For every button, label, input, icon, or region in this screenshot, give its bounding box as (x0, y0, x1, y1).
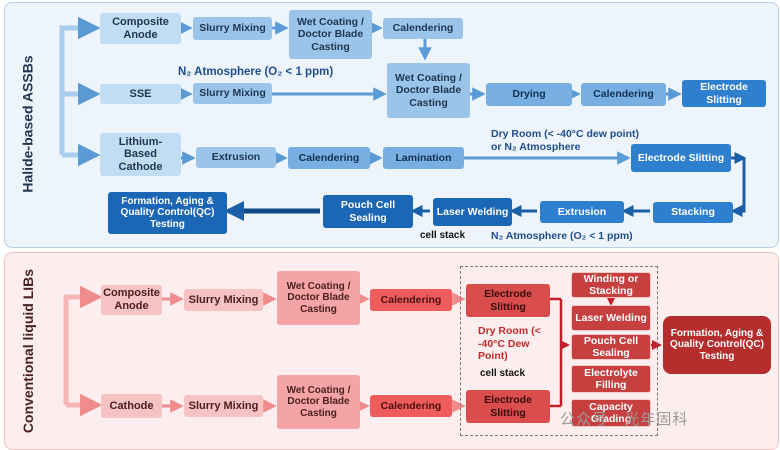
formation-testing-box: Formation, Aging & Quality Control(QC) T… (108, 192, 227, 234)
dry-room-zone (460, 266, 658, 436)
slurry-mixing-box: Slurry Mixing (184, 395, 263, 417)
winding-stacking-box: Winding or Stacking (571, 272, 651, 298)
calendering-box: Calendering (383, 18, 463, 39)
calendering-box: Calendering (581, 83, 666, 106)
watermark: 公众号 · 光年固科 (560, 411, 689, 428)
slurry-mixing-box: Slurry Mixing (193, 17, 272, 40)
laser-welding-box: Laser Welding (571, 305, 651, 331)
formation-testing-box: Formation, Aging & Quality Control(QC) T… (663, 316, 771, 374)
calendering-box: Calendering (288, 147, 370, 169)
cell-stack-note: cell stack (480, 368, 526, 379)
n2-atmosphere-note: N₂ Atmosphere (O₂ < 1 ppm) (178, 66, 334, 78)
lithium-cathode-box: Lithium-Based Cathode (100, 133, 181, 176)
composite-anode-box: Composite Anode (101, 285, 162, 315)
sse-box: SSE (100, 84, 181, 104)
electrolyte-filling-box: Electrolyte Filling (571, 365, 651, 393)
electrode-slitting-box: Electrode Slitting (466, 284, 550, 317)
extrusion-box: Extrusion (540, 201, 624, 223)
slurry-mixing-box: Slurry Mixing (193, 83, 272, 104)
dry-room-note: Dry Room (< -40°C Dew Point) (478, 325, 541, 363)
dry-room-note: Dry Room (< -40°C dew point) or N₂ Atmos… (491, 128, 639, 153)
cathode-box: Cathode (101, 394, 162, 418)
lamination-box: Lamination (383, 147, 464, 169)
extrusion-box: Extrusion (196, 147, 276, 168)
capacity-grading-box: Capacity Grading (571, 399, 651, 427)
laser-welding-box: Laser Welding (433, 198, 512, 226)
calendering-box: Calendering (370, 395, 452, 417)
drying-box: Drying (486, 83, 572, 106)
pouch-cell-sealing-box: Pouch Cell Sealing (323, 195, 413, 228)
wet-coating-box: Wet Coating / Doctor Blade Casting (277, 271, 360, 325)
cell-stack-note: cell stack (420, 230, 466, 241)
slurry-mixing-box: Slurry Mixing (184, 289, 263, 311)
pouch-cell-sealing-box: Pouch Cell Sealing (571, 334, 651, 360)
calendering-box: Calendering (370, 289, 452, 311)
electrode-slitting-box: Electrode Slitting (631, 144, 731, 172)
electrode-slitting-box: Electrode Slitting (466, 390, 550, 423)
n2-atmosphere-note: N₂ Atmosphere (O₂ < 1 ppm) (491, 230, 633, 242)
wet-coating-box: Wet Coating / Doctor Blade Casting (387, 63, 470, 118)
wet-coating-box: Wet Coating / Doctor Blade Casting (289, 10, 372, 59)
electrode-slitting-box: Electrode Slitting (682, 80, 766, 107)
stacking-box: Stacking (653, 202, 733, 223)
composite-anode-box: Composite Anode (100, 13, 181, 44)
wet-coating-box: Wet Coating / Doctor Blade Casting (277, 375, 360, 429)
